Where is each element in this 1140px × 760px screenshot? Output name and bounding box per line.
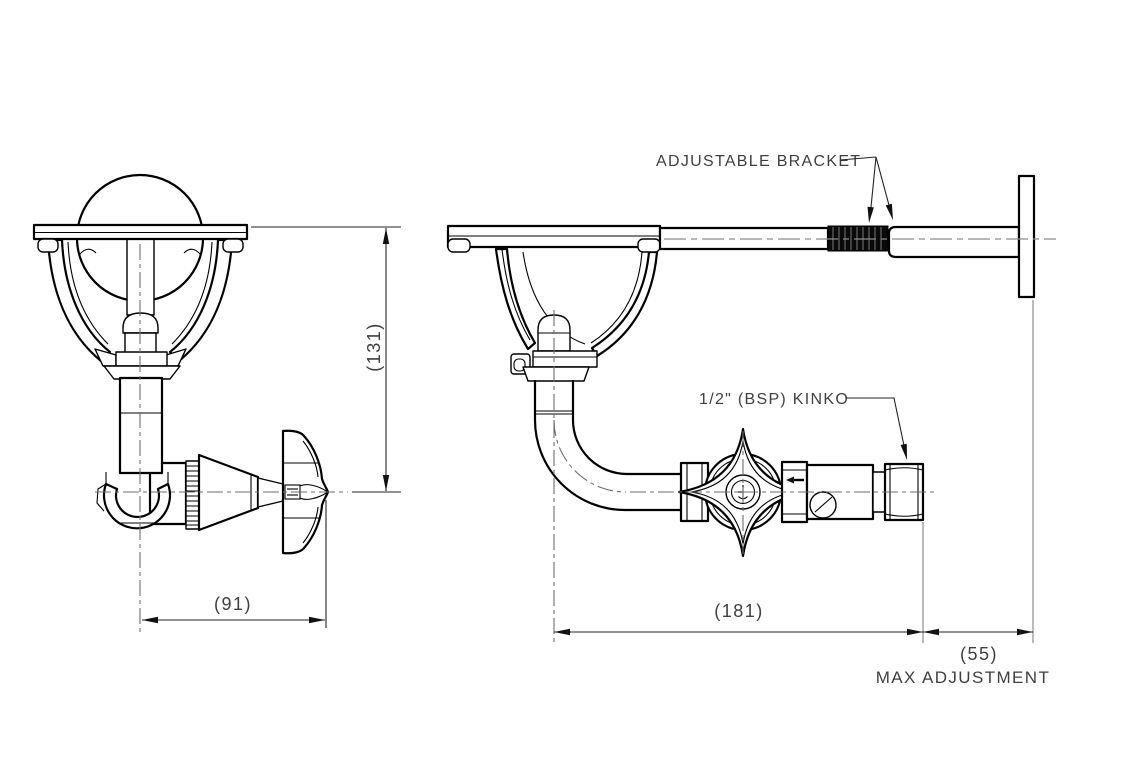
dim-adjustment-text: (55) (960, 644, 998, 664)
dimension-height-131: (131) (251, 226, 401, 493)
plate-shoulder (222, 238, 244, 253)
side-view (446, 174, 1056, 643)
label-adjustable-bracket: ADJUSTABLE BRACKET (656, 153, 893, 223)
bowl-base-profile (522, 366, 590, 382)
adjustable-bracket-text: ADJUSTABLE BRACKET (656, 153, 861, 170)
dimension-handle-91: (91) (142, 500, 327, 628)
max-adjustment-text: MAX ADJUSTMENT (876, 668, 1051, 687)
elbow-nut (102, 482, 172, 530)
knurled-ring (185, 460, 200, 530)
bracket-sleeve (887, 225, 1021, 259)
plate-shoulder (37, 238, 59, 253)
bowl-rim-right (168, 238, 234, 363)
plate-screw-boss (79, 248, 97, 255)
dim-reach-text: (181) (714, 601, 764, 621)
bowl-base (103, 365, 181, 380)
wall-flange (1017, 174, 1036, 299)
plate-screw-boss (183, 248, 201, 255)
label-kinko: 1/2" (BSP) KINKO (699, 391, 907, 460)
elbow-pipe (533, 379, 683, 512)
bowl-rim-left (46, 238, 112, 363)
dimension-adjustment-55: (55) MAX ADJUSTMENT (876, 300, 1051, 687)
front-view (32, 173, 348, 632)
dimension-reach-181: (181) (554, 522, 924, 643)
kinko-text: 1/2" (BSP) KINKO (699, 391, 849, 408)
bowl-rim-profile-left (494, 247, 537, 351)
supply-pipe (118, 376, 164, 475)
dim-height-text: (131) (364, 322, 384, 372)
bowl-collar-profile (532, 350, 598, 368)
dim-handle-text: (91) (214, 594, 252, 614)
bowl-rim-profile-right (590, 250, 659, 358)
bowl-collar (115, 351, 168, 367)
flow-arrow (786, 476, 804, 484)
